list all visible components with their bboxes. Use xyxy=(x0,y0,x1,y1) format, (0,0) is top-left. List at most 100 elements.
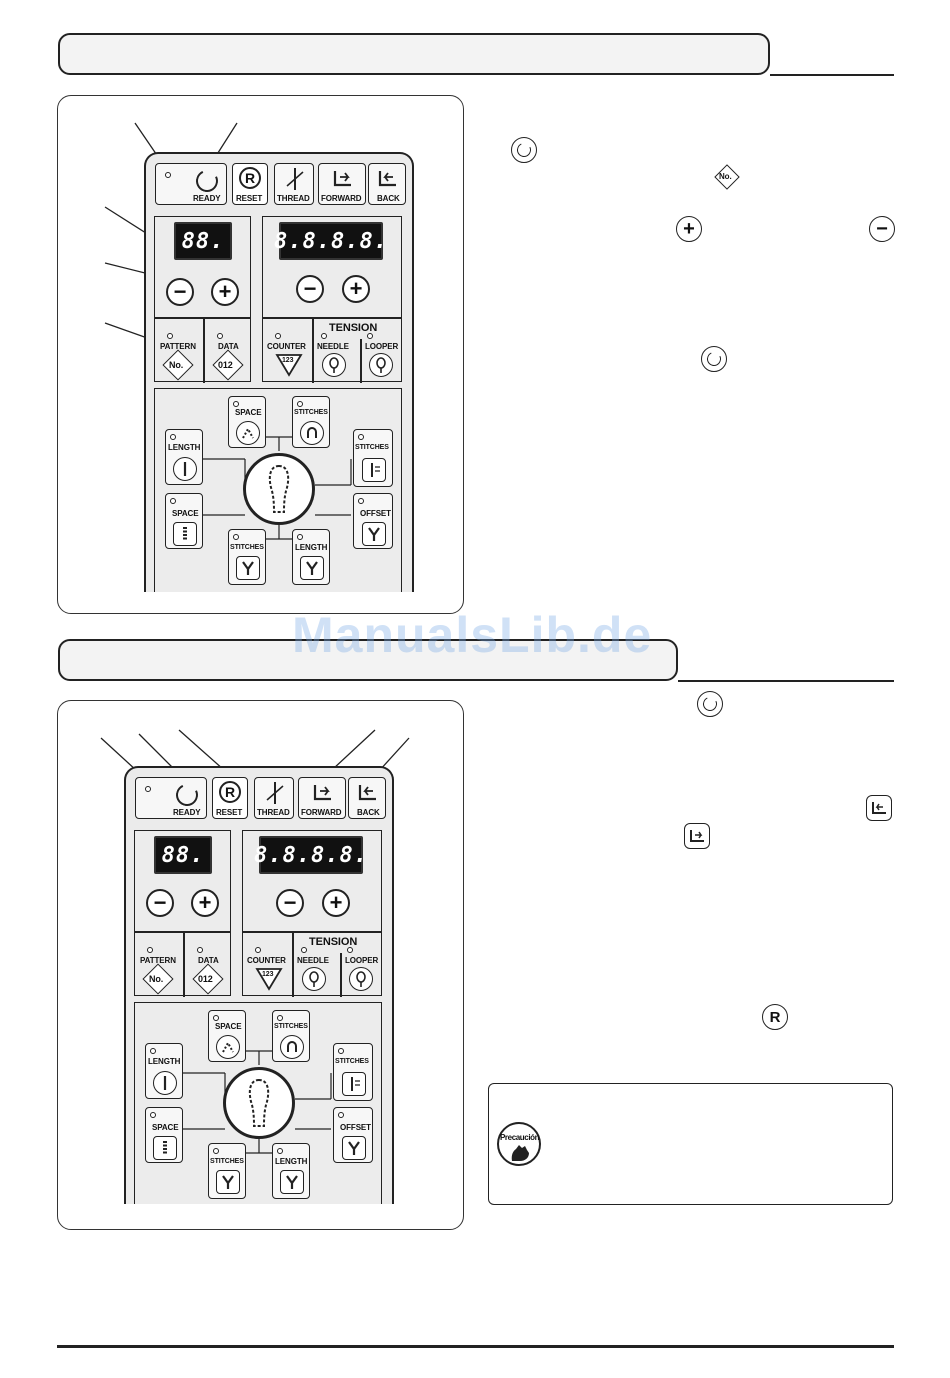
length-left-key[interactable]: LENGTH xyxy=(165,429,203,485)
stitches-bottom-key-2[interactable]: STITCHES xyxy=(208,1143,246,1199)
thread-key-2[interactable]: THREAD xyxy=(254,777,294,819)
pattern-plus-button-2[interactable]: + xyxy=(191,889,219,917)
thread-label-2: THREAD xyxy=(257,808,290,817)
stitches-bottom-label-2: STITCHES xyxy=(210,1158,244,1165)
data-minus-button[interactable]: − xyxy=(296,275,324,303)
reset-key[interactable]: R RESET xyxy=(232,163,268,205)
counter-123-glyph: 123 xyxy=(282,357,294,364)
length-left-key-2[interactable]: LENGTH xyxy=(145,1043,183,1099)
space-left-key[interactable]: SPACE xyxy=(165,493,203,549)
pattern-minus-button-2[interactable]: − xyxy=(146,889,174,917)
stitches-top-label-2: STITCHES xyxy=(274,1023,308,1030)
length-left-label: LENGTH xyxy=(168,443,201,452)
watermark: ManualsLib.de xyxy=(292,607,653,663)
stitch-shape-display-2 xyxy=(223,1067,295,1139)
pattern-number-display-2: 88. xyxy=(154,836,212,874)
space-top-key-2[interactable]: SPACE xyxy=(208,1010,246,1062)
thread-icon-2 xyxy=(266,782,284,804)
reset-label-2: RESET xyxy=(216,808,243,817)
reset-icon: R xyxy=(239,167,261,189)
needle-tension-key-2[interactable] xyxy=(302,967,326,991)
stitches-top-led xyxy=(297,401,303,407)
pattern-no-glyph-2: No. xyxy=(149,974,164,984)
needle-tension-key[interactable] xyxy=(322,353,346,377)
back-label-2: BACK xyxy=(357,808,380,817)
pattern-minus-button[interactable]: − xyxy=(166,278,194,306)
space-left-label-2: SPACE xyxy=(152,1123,179,1132)
section-header-1 xyxy=(58,33,770,75)
offset-right-key-2[interactable]: OFFSET xyxy=(333,1107,373,1163)
length-bottom-label: LENGTH xyxy=(295,543,328,552)
stitches-bottom-led-2 xyxy=(213,1148,219,1154)
counter-label: COUNTER xyxy=(267,342,306,351)
counter-label-2: COUNTER xyxy=(247,956,286,965)
pattern-data-section: PATTERN No. DATA 012 xyxy=(154,318,251,383)
caution-label: Precaución xyxy=(500,1133,540,1142)
ready-key[interactable]: READY xyxy=(155,163,227,205)
length-left-label-2: LENGTH xyxy=(148,1057,181,1066)
stitches-top-key-2[interactable]: STITCHES xyxy=(272,1010,310,1062)
length-bottom-led-2 xyxy=(277,1148,283,1154)
data-led-2 xyxy=(197,947,203,953)
stitches-bottom-key[interactable]: STITCHES xyxy=(228,529,266,585)
looper-tension-key-2[interactable] xyxy=(349,967,373,991)
data-plus-button[interactable]: + xyxy=(342,275,370,303)
forward-key[interactable]: FORWARD xyxy=(318,163,366,205)
length-bottom-icon-2 xyxy=(280,1170,304,1194)
reset-label: RESET xyxy=(236,194,263,203)
caution-box: Precaución xyxy=(488,1083,893,1205)
stitches-top-label: STITCHES xyxy=(294,409,328,416)
back-key-2[interactable]: BACK xyxy=(348,777,386,819)
space-top-icon xyxy=(236,421,260,445)
hand-icon xyxy=(511,1145,529,1161)
pattern-label-2: PATTERN xyxy=(140,956,176,965)
plus-inline-icon: + xyxy=(676,216,702,242)
length-bottom-key-2[interactable]: LENGTH xyxy=(272,1143,310,1199)
stitch-shape-display xyxy=(243,453,315,525)
pattern-data-section-2: PATTERN No. DATA 012 xyxy=(134,932,231,997)
length-left-led xyxy=(170,434,176,440)
header-rule-2 xyxy=(678,680,894,682)
data-plus-button-2[interactable]: + xyxy=(322,889,350,917)
offset-right-key[interactable]: OFFSET xyxy=(353,493,393,549)
counter-key[interactable] xyxy=(275,353,303,377)
ready-led-2 xyxy=(145,786,151,792)
counter-key-2[interactable] xyxy=(255,967,283,991)
ready-inline-icon-2 xyxy=(701,346,727,372)
reset-icon-2: R xyxy=(219,781,241,803)
stitch-section: SPACE STITCHES LENGTH SPACE STITCHES OFF… xyxy=(154,388,402,592)
stitches-bottom-icon xyxy=(236,556,260,580)
length-left-led-2 xyxy=(150,1048,156,1054)
stitches-right-key[interactable]: STITCHES xyxy=(353,429,393,487)
back-key[interactable]: BACK xyxy=(368,163,406,205)
stitches-top-key[interactable]: STITCHES xyxy=(292,396,330,448)
looper-label: LOOPER xyxy=(365,342,399,351)
stitches-top-icon-2 xyxy=(280,1035,304,1059)
ready-key-2[interactable]: READY xyxy=(135,777,207,819)
space-left-key-2[interactable]: SPACE xyxy=(145,1107,183,1163)
data-led xyxy=(217,333,223,339)
pattern-plus-button[interactable]: + xyxy=(211,278,239,306)
counter-tension-section: TENSION COUNTER 123 NEEDLE LOOPER xyxy=(262,318,402,383)
reset-key-2[interactable]: R RESET xyxy=(212,777,248,819)
data-label: DATA xyxy=(218,342,239,351)
looper-led xyxy=(367,333,373,339)
forward-label: FORWARD xyxy=(321,194,362,203)
ready-label: READY xyxy=(193,194,221,203)
bartack-shape-icon-2 xyxy=(248,1078,270,1127)
thread-icon xyxy=(286,168,304,190)
length-bottom-label-2: LENGTH xyxy=(275,1157,308,1166)
pattern-no-glyph: No. xyxy=(169,360,184,370)
stitches-right-key-2[interactable]: STITCHES xyxy=(333,1043,373,1101)
looper-tension-key[interactable] xyxy=(369,353,393,377)
space-top-key[interactable]: SPACE xyxy=(228,396,266,448)
control-panel-2: READY R RESET THREAD FORWARD BACK 88. − … xyxy=(124,766,394,1204)
space-top-label-2: SPACE xyxy=(215,1022,242,1031)
footer-rule xyxy=(57,1345,894,1348)
thread-key[interactable]: THREAD xyxy=(274,163,314,205)
data-value-display-2: 8.8.8.8. xyxy=(254,836,367,874)
length-bottom-key[interactable]: LENGTH xyxy=(292,529,330,585)
data-minus-button-2[interactable]: − xyxy=(276,889,304,917)
forward-key-2[interactable]: FORWARD xyxy=(298,777,346,819)
needle-label: NEEDLE xyxy=(317,342,349,351)
